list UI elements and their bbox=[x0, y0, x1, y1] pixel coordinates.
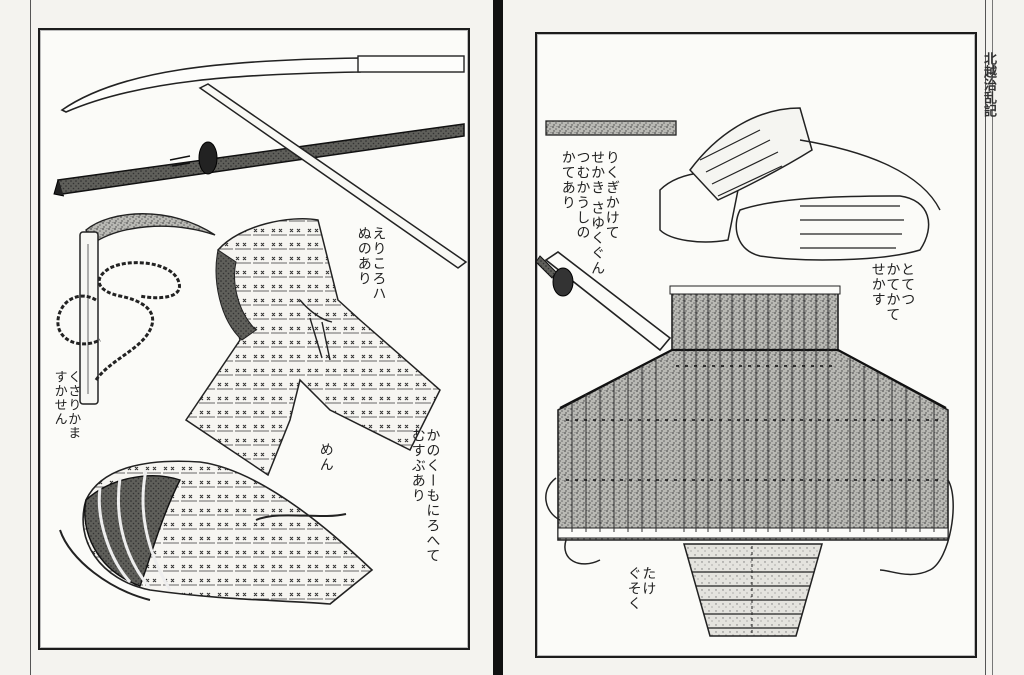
naginata-blade bbox=[60, 55, 465, 113]
cord-bottom bbox=[564, 539, 601, 565]
sword-hilt bbox=[535, 251, 672, 352]
tekko-caption: とてつ かてかて せかす bbox=[869, 262, 916, 322]
rolled-armor bbox=[59, 460, 374, 605]
right-edge-line-2 bbox=[992, 0, 993, 675]
skirt-caption: たけ ぐそく bbox=[625, 566, 657, 611]
cord-left bbox=[545, 477, 561, 521]
gauntlet-caption: りくぎかけて せかき さゆくぐん つむかうしの かてあり bbox=[559, 150, 620, 276]
collar-caption: えりころハ ぬのあり bbox=[355, 226, 387, 301]
book-spine bbox=[493, 0, 503, 675]
cuirass-plates bbox=[571, 294, 935, 532]
rod bbox=[545, 120, 677, 136]
cord-right bbox=[879, 479, 954, 576]
right-edge-line bbox=[985, 0, 986, 675]
spear-pole bbox=[198, 83, 468, 269]
chain-sickle-caption: くさりかま すかせん bbox=[51, 370, 81, 440]
collar-armor bbox=[184, 218, 441, 477]
margin-title: 北越治乱記 bbox=[981, 52, 996, 117]
skirt-armor bbox=[683, 543, 823, 637]
sword-scabbard bbox=[53, 123, 465, 197]
small-caption: めん bbox=[317, 442, 334, 472]
gauntlets bbox=[659, 107, 941, 261]
chain-sickle bbox=[56, 213, 216, 405]
bottom-caption: かのくーもにろへて むすぶあり bbox=[409, 428, 441, 563]
left-edge-line bbox=[30, 0, 31, 675]
cuirass bbox=[557, 285, 949, 541]
